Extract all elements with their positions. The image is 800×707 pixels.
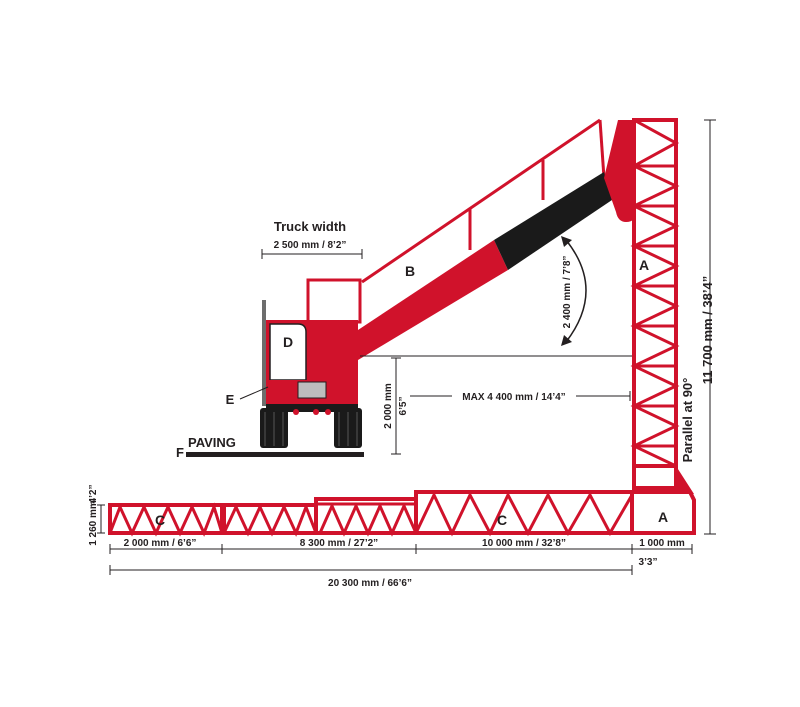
rotation-label: 2 400 mm / 7’8” bbox=[562, 256, 573, 329]
mast-letter: A bbox=[639, 257, 649, 273]
base-letter: A bbox=[658, 509, 668, 525]
total-height-label: 11 700 mm / 38’4” bbox=[700, 276, 715, 384]
rotation-indicator: 2 400 mm / 7’8” bbox=[561, 236, 587, 346]
boom-letter: B bbox=[405, 263, 415, 279]
truck-width-value: 2 500 mm / 8’2” bbox=[274, 240, 347, 251]
paving-label: PAVING bbox=[188, 435, 236, 450]
segment-4-ft-label: 3’3” bbox=[639, 557, 658, 568]
e-letter: E bbox=[226, 392, 235, 407]
segment-4-mm-label: 1 000 mm bbox=[639, 538, 685, 549]
conveyor-height-ft: 4’2” bbox=[88, 485, 99, 504]
base-block: A bbox=[630, 466, 696, 535]
truck-height-dimension: 2 000 mm 6’5” bbox=[360, 355, 632, 455]
truck-height-mm: 2 000 mm bbox=[383, 383, 394, 429]
segment-3-label: 10 000 mm / 32’8” bbox=[482, 538, 566, 549]
vertical-mast bbox=[630, 118, 680, 494]
segment-2-label: 8 300 mm / 27’2” bbox=[300, 538, 378, 549]
max-reach-label: MAX 4 400 mm / 14’4” bbox=[462, 392, 565, 403]
f-letter: F bbox=[176, 445, 184, 460]
total-length-label: 20 300 mm / 66’6” bbox=[328, 578, 412, 589]
conveyor-right-letter: C bbox=[497, 512, 507, 528]
segment-dimensions bbox=[109, 544, 693, 575]
paving-line bbox=[186, 452, 364, 457]
conveyor-left-letter: C bbox=[155, 512, 165, 528]
total-height-dimension: 11 700 mm / 38’4” bbox=[700, 119, 716, 535]
parallel-label: Parallel at 90° bbox=[680, 378, 695, 463]
horizontal-conveyor bbox=[108, 490, 634, 537]
cab-letter: D bbox=[283, 334, 293, 350]
segment-1-label: 2 000 mm / 6’6” bbox=[124, 538, 197, 549]
truck-width-title: Truck width bbox=[274, 219, 346, 234]
truck-width-dimension: Truck width 2 500 mm / 8’2” bbox=[261, 219, 363, 259]
boom: B bbox=[358, 118, 636, 360]
conveyor-height-dimension: 1 260 mm 4’2” bbox=[88, 485, 105, 546]
max-reach-dimension: MAX 4 400 mm / 14’4” bbox=[410, 391, 631, 403]
truck: D E bbox=[226, 278, 362, 448]
conveyor-height-mm: 1 260 mm bbox=[88, 500, 99, 546]
truck-height-ft: 6’5” bbox=[398, 397, 409, 416]
